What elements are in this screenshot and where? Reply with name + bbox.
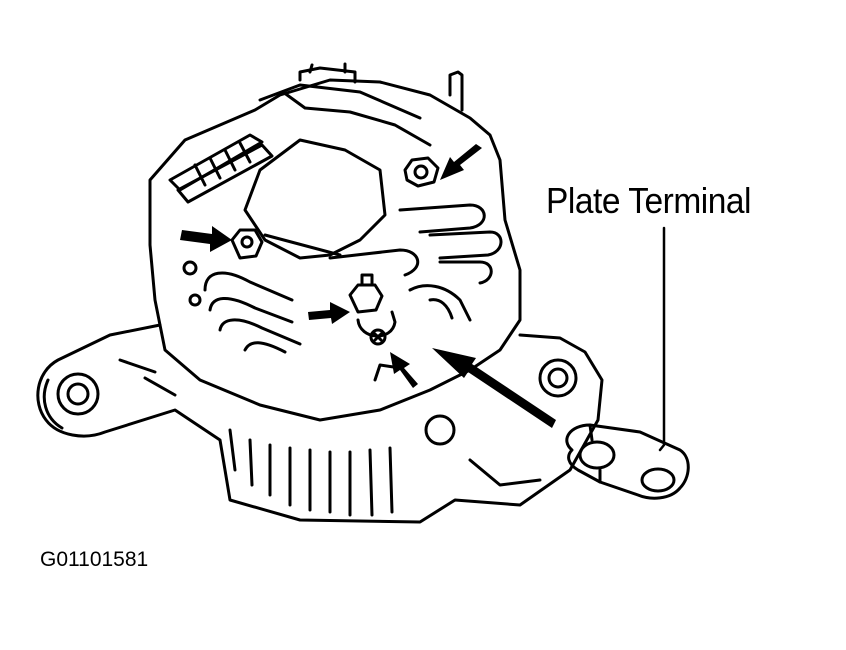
arrow-to-plate	[432, 348, 556, 428]
arrow-to-left-nut	[180, 226, 232, 252]
arrow-to-center-stud	[308, 302, 350, 324]
arrow-to-screw	[390, 352, 418, 388]
callout-leader-line	[658, 226, 666, 452]
left-nut	[230, 228, 264, 260]
figure-code: G01101581	[40, 548, 149, 571]
top-right-nut	[403, 70, 464, 188]
plate-terminal-icon	[565, 423, 690, 500]
terminal-studs	[230, 70, 464, 346]
arrow-to-top-nut	[440, 144, 482, 180]
alternator-housing	[148, 62, 522, 422]
pointer-arrows	[180, 144, 556, 428]
mounting-bracket	[36, 323, 604, 524]
plate-terminal-label: Plate Terminal	[546, 180, 752, 221]
center-stud	[348, 273, 397, 346]
